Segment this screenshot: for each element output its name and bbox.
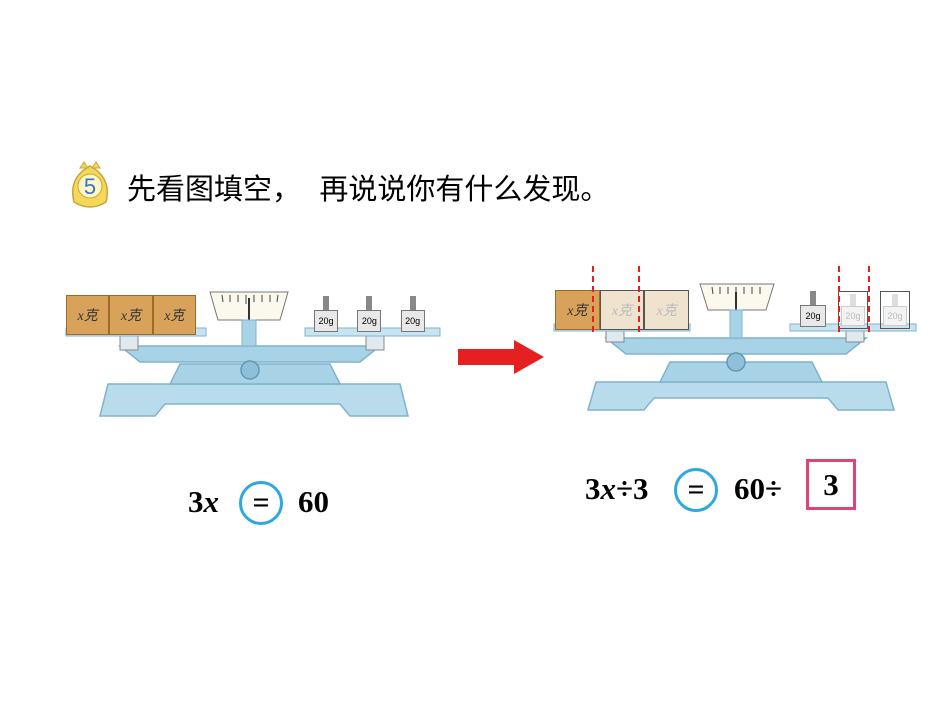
right-arrow-icon (458, 340, 544, 374)
gram-weight: 20g (800, 291, 826, 329)
gram-weight-faded: 20g (880, 291, 910, 329)
left-equation-circle: = (239, 481, 283, 525)
left-equation-rhs: 60 (298, 484, 329, 519)
badge-number: 5 (84, 174, 96, 199)
page-title: 先看图填空， 再说说你有什么发现。 (127, 172, 610, 206)
weight-block: x克 (66, 295, 110, 335)
weight-block: x克 (109, 295, 153, 335)
right-weights: 20g 20g 20g (800, 291, 912, 331)
gram-weight: 20g (400, 296, 425, 332)
weight-block: x克 (152, 295, 196, 335)
weight-block-faded: x克 (644, 290, 690, 330)
left-balance-scale (65, 291, 441, 417)
answer-box[interactable]: 3 (806, 459, 856, 510)
gram-weight: 20g (357, 296, 382, 332)
left-blocks: x克 x克 x克 (66, 295, 196, 335)
left-weights: 20g 20g 20g (314, 296, 425, 334)
left-equation-lhs: 3x (188, 484, 219, 519)
divider-lines (592, 266, 870, 334)
right-equation-lhs: 3x÷3 (585, 471, 649, 506)
gram-weight: 20g (314, 296, 338, 332)
right-blocks: x克 x克 x克 (555, 290, 690, 330)
right-equation-circle: = (674, 468, 718, 512)
right-equation-rhs: 60÷ (734, 471, 783, 506)
weight-block-faded: x克 (599, 290, 645, 330)
question-number-badge: 5 (72, 161, 108, 208)
